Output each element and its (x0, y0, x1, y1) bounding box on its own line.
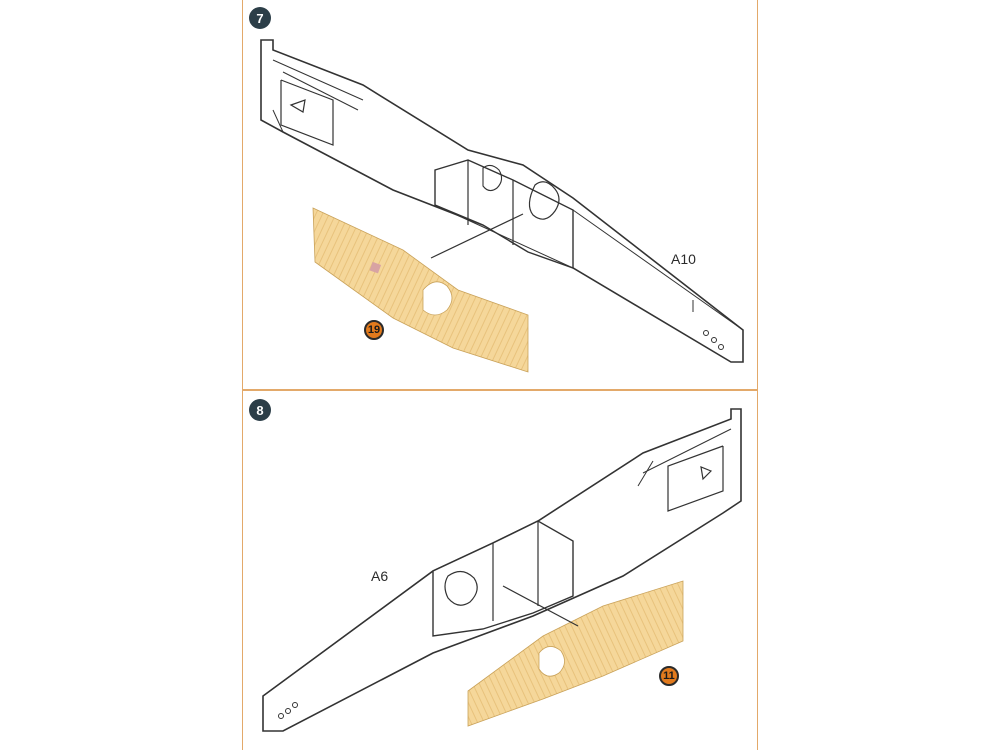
step-number-badge: 8 (249, 399, 271, 421)
wing-part-drawing (262, 408, 742, 732)
part-label-a10: A10 (671, 251, 696, 267)
step-8-panel: 8 A6 11 (242, 390, 758, 750)
step-7-panel: 7 A10 19 (242, 0, 758, 390)
reference-badge: 19 (364, 320, 384, 340)
step-number-badge: 7 (249, 7, 271, 29)
wood-veneer-part (467, 580, 684, 727)
wood-veneer-part (312, 207, 529, 373)
part-label-a6: A6 (371, 568, 389, 584)
wing-part-drawing (260, 39, 744, 373)
reference-badge: 11 (659, 666, 679, 686)
